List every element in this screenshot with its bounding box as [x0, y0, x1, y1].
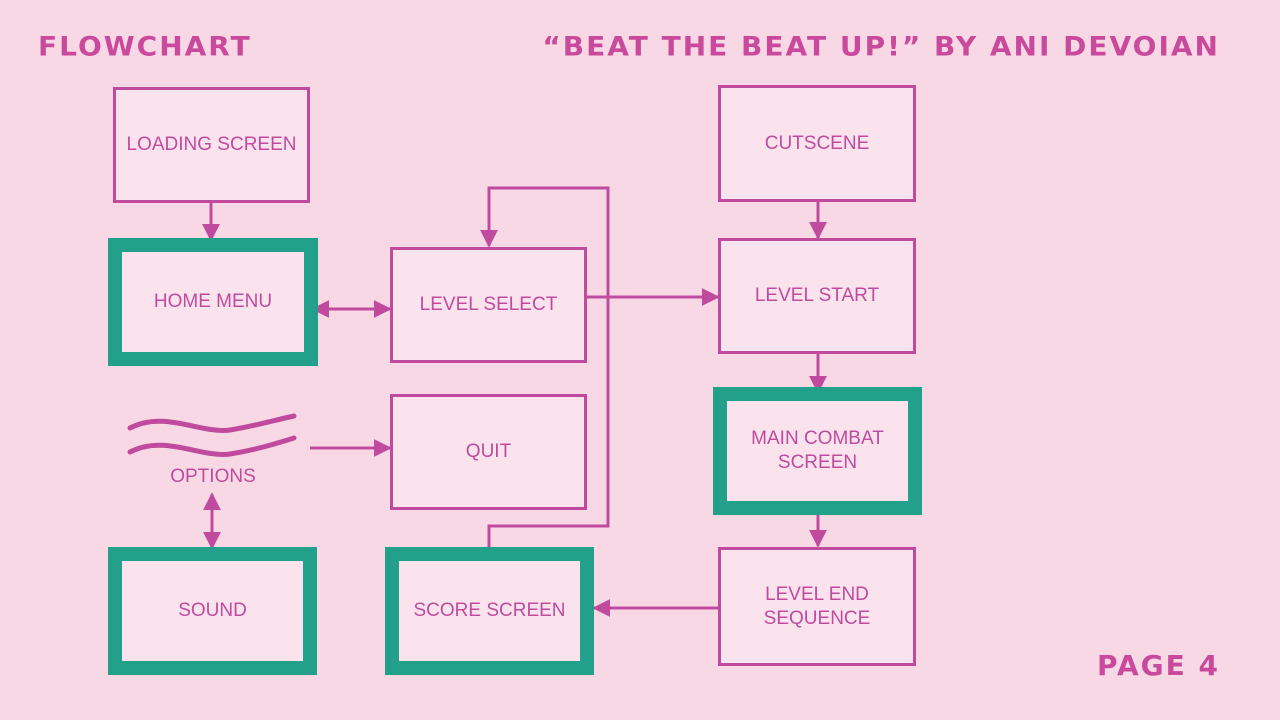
- quit-node: QUIT: [390, 394, 587, 510]
- cutscene-node: CUTSCENE: [718, 85, 916, 202]
- options-label: OPTIONS: [170, 466, 256, 487]
- flowchart-title: FLOWCHART: [38, 30, 252, 63]
- arrow-score-to-level-select: [480, 186, 610, 548]
- wave-icon: [127, 413, 297, 457]
- loading-screen-node: LOADING SCREEN: [113, 87, 310, 203]
- level-select-node: LEVEL SELECT: [390, 247, 587, 363]
- sound-node: SOUND: [108, 547, 317, 675]
- score-screen-node: SCORE SCREEN: [385, 547, 594, 675]
- game-title-author: “BEAT THE BEAT UP!” BY ANI DEVOIAN: [542, 30, 1220, 63]
- level-start-node: LEVEL START: [718, 238, 916, 354]
- level-end-sequence-node: LEVEL END SEQUENCE: [718, 547, 916, 666]
- page-number: PAGE 4: [1097, 649, 1220, 682]
- main-combat-screen-node: MAIN COMBAT SCREEN: [713, 387, 922, 515]
- home-menu-node: HOME MENU: [108, 238, 318, 366]
